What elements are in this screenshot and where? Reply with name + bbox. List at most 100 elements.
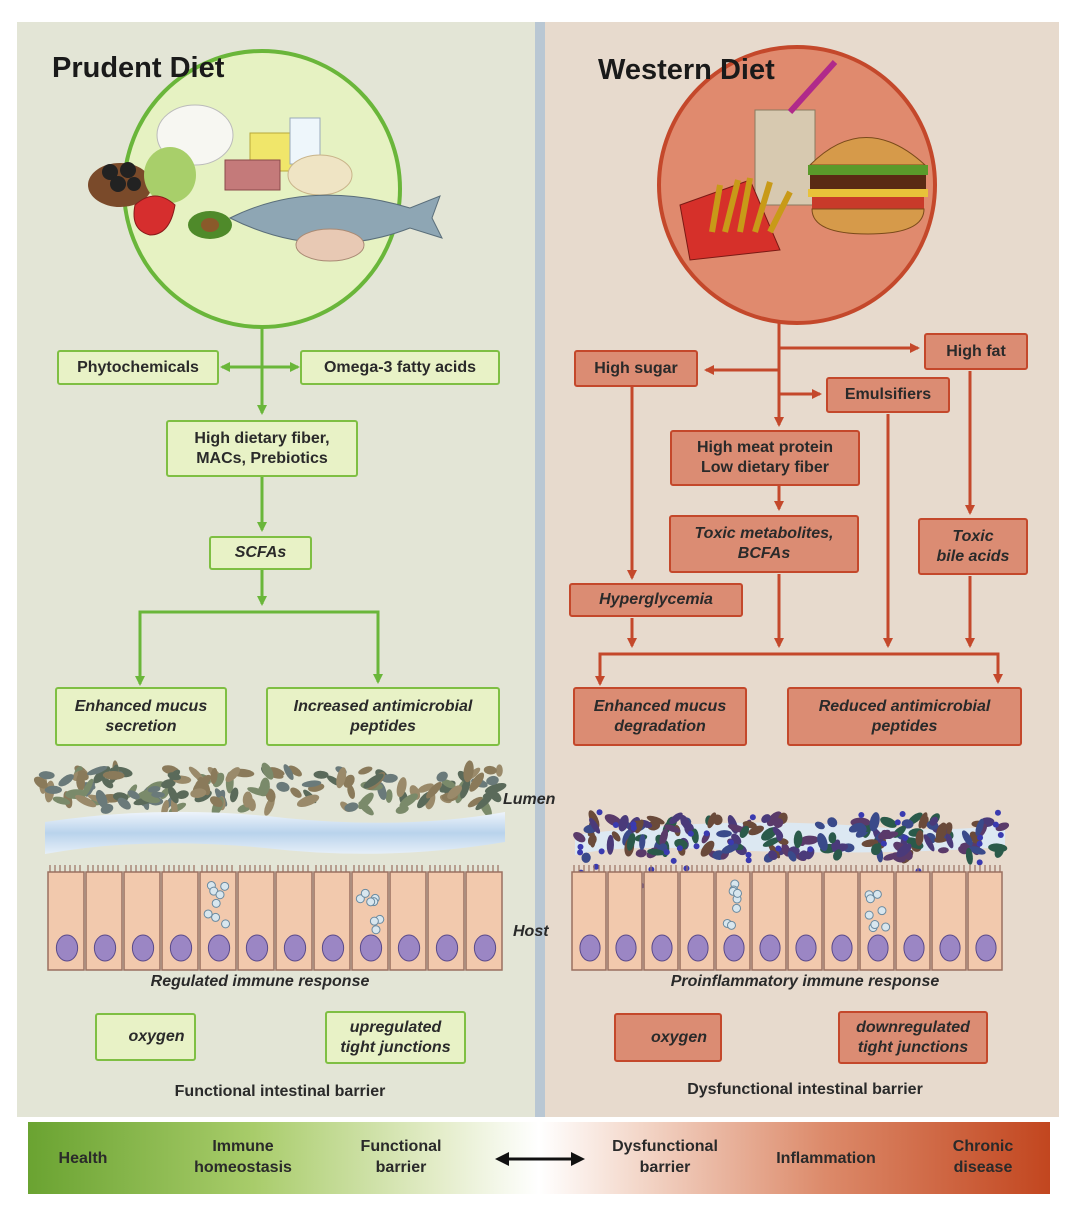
bacterium (871, 843, 882, 856)
bacterium (721, 843, 739, 854)
prudent-title: Prudent Diet (52, 52, 225, 84)
mucin-granule (865, 894, 875, 904)
bacterium (147, 785, 161, 793)
bacterium (495, 764, 503, 777)
bacterium (197, 777, 211, 796)
functional-barrier-caption: Functional intestinal barrier (174, 1083, 386, 1100)
bacterium-dot (994, 809, 1001, 816)
bacterium (945, 833, 954, 849)
bacterium (581, 852, 591, 863)
bacterium-dot (749, 814, 756, 821)
mucus-secretion-line1: Enhanced mucus (74, 697, 208, 715)
left-oxygen-label: oxygen (128, 1028, 185, 1045)
bacterium (75, 795, 97, 808)
bacterium (787, 851, 797, 862)
cell-nucleus (903, 934, 925, 962)
bacterium (261, 762, 274, 780)
bacterium (965, 847, 973, 865)
bacterium (276, 781, 290, 792)
bacterium (896, 843, 912, 858)
bacterium (587, 834, 597, 846)
bacterium (646, 815, 665, 825)
downregulated-tight-junctions-box: downregulated tight junctions (838, 1011, 988, 1064)
bacterium (358, 766, 373, 775)
phytochemicals-box: Phytochemicals (57, 350, 219, 385)
bacterium-dot (612, 822, 619, 829)
bacterium (347, 784, 356, 799)
bacterium-dot (992, 821, 999, 828)
scale-functional-line2: barrier (375, 1159, 427, 1176)
bacterium (127, 790, 140, 800)
bacterium (460, 777, 471, 799)
bacterium (669, 812, 683, 825)
right-oxygen-label: oxygen (650, 1028, 707, 1046)
bacterium (635, 819, 644, 834)
bacterium (151, 791, 165, 798)
scale-dysfunctional-line2: barrier (639, 1159, 691, 1176)
mucin-granule (366, 897, 376, 907)
meat-protein-line2: Low dietary fiber (700, 459, 830, 476)
bacterium-dot (663, 849, 670, 856)
bacterium (467, 796, 483, 808)
bacterium (762, 837, 781, 847)
bacterium (102, 777, 114, 789)
cell-nucleus (795, 934, 817, 962)
bacterium (87, 765, 108, 776)
mucin-granule (870, 920, 880, 930)
scale-chronic-line2: disease (953, 1159, 1013, 1176)
bacterium (58, 774, 74, 787)
bacterium-dot (596, 809, 603, 816)
scale-immune-line1: Immune (212, 1138, 274, 1155)
bacterium (296, 794, 320, 807)
bacterium (827, 817, 838, 828)
mucin-granule (203, 909, 213, 919)
bacterium (793, 830, 803, 849)
left-oxygen-box: oxygen (95, 1013, 196, 1061)
toxic-bile-line2: bile acids (936, 547, 1010, 565)
cell-nucleus (207, 934, 231, 962)
bacterium (161, 779, 176, 789)
bacterium-dot (703, 830, 710, 837)
scale-functional-barrier: Functional barrier (346, 1136, 456, 1178)
mucin-granule (864, 910, 874, 920)
hyperglycemia-box: Hyperglycemia (569, 583, 743, 617)
bacterium (995, 822, 1010, 832)
bacterium-dot (880, 840, 887, 847)
bacterium (814, 821, 825, 830)
bacterium (210, 767, 218, 785)
bacterium (344, 802, 359, 812)
bacterium (229, 787, 239, 803)
omega3-label: Omega-3 fatty acids (323, 358, 477, 376)
cell-nucleus (651, 934, 673, 962)
bacterium (716, 830, 732, 838)
bacterium (343, 774, 355, 788)
bacterium (937, 847, 949, 854)
mucus-secretion-line2: secretion (105, 717, 177, 735)
downregulated-line1: downregulated (856, 1018, 970, 1036)
scale-health: Health (58, 1150, 108, 1167)
bacterium (766, 811, 782, 827)
high-sugar-label: High sugar (594, 359, 678, 377)
downregulated-line2: tight junctions (857, 1038, 969, 1056)
cell-nucleus (359, 934, 383, 962)
scale-functional-line1: Functional (360, 1138, 442, 1155)
high-fat-label: High fat (946, 342, 1006, 360)
bacterium-dot (687, 830, 694, 837)
cell-nucleus (473, 934, 497, 962)
bacterium (381, 773, 398, 783)
bacterium (395, 805, 409, 814)
bacterium-dot (976, 859, 983, 866)
panel-divider (535, 22, 545, 1117)
bacterium (761, 827, 777, 841)
prudent-mucus-layer (45, 811, 505, 854)
high-sugar-box: High sugar (574, 350, 698, 387)
bacterium (426, 781, 442, 799)
bacterium (869, 812, 880, 832)
bacterium (190, 788, 207, 799)
bacterium (176, 790, 189, 799)
bacterium (918, 812, 928, 829)
